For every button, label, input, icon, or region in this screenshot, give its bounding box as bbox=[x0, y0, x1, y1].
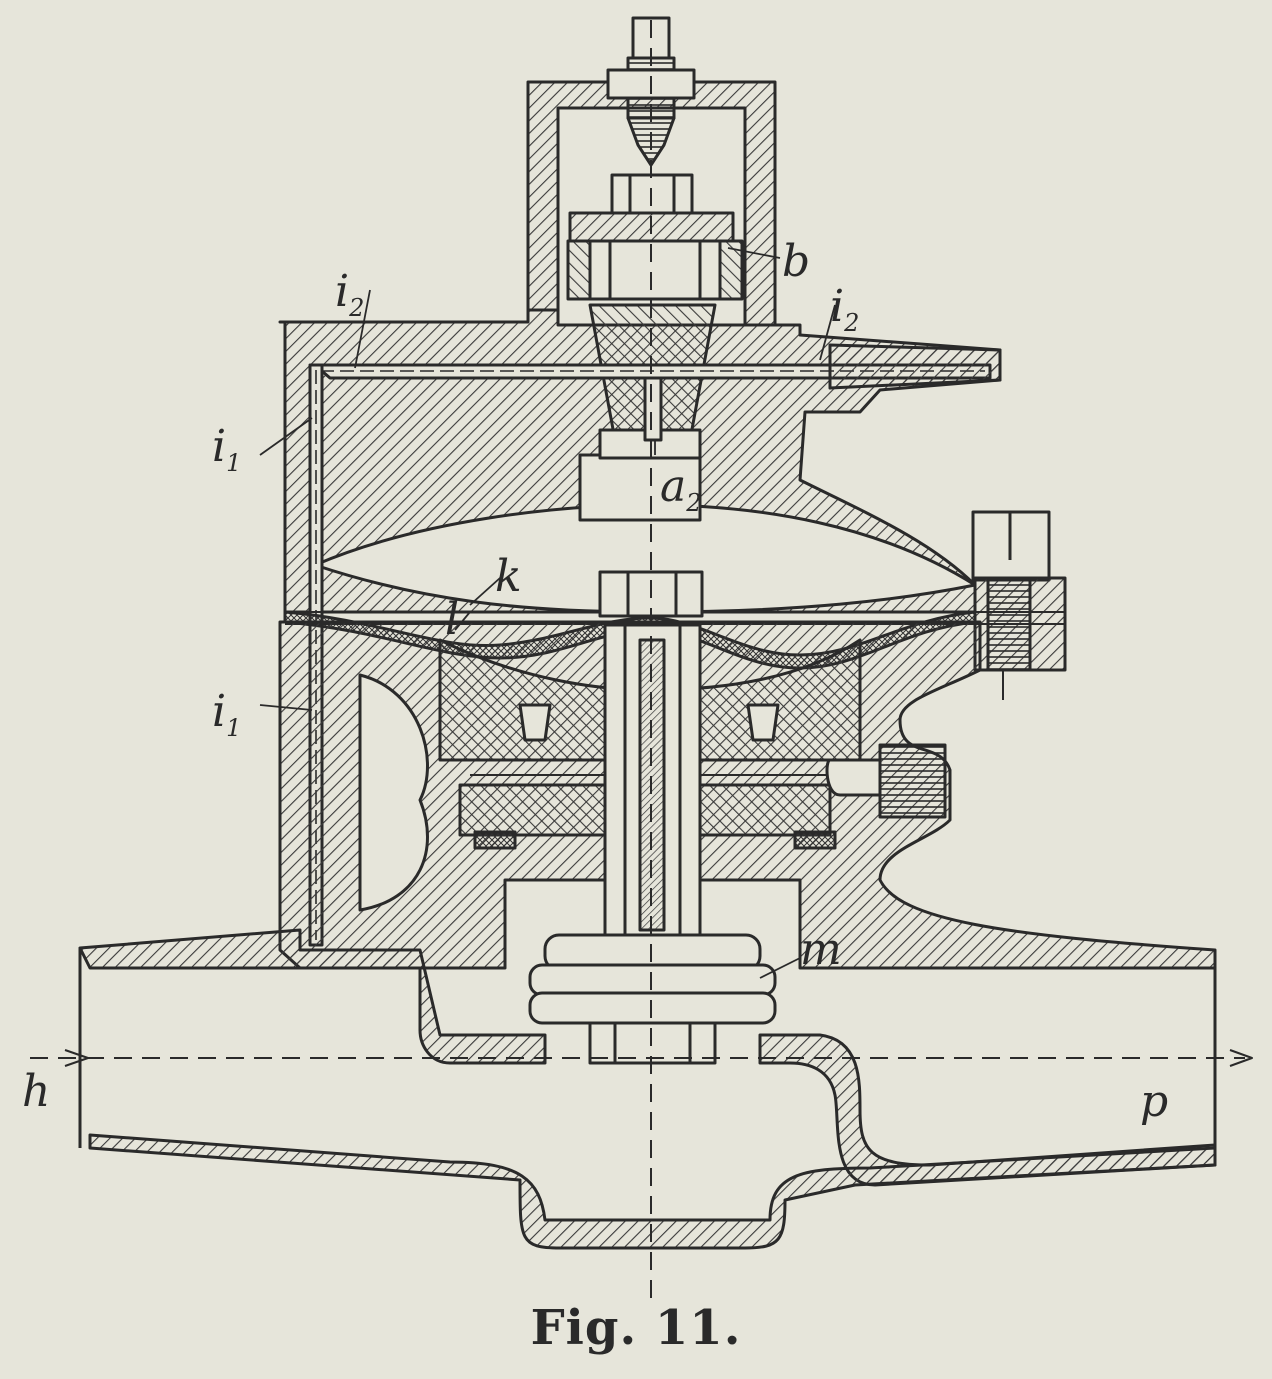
label-m: m bbox=[800, 924, 842, 975]
label-p: p bbox=[1140, 1076, 1169, 1127]
label-k: k bbox=[495, 551, 522, 602]
label-a2: a2 bbox=[660, 461, 702, 517]
figure-caption: Fig. 11. bbox=[530, 1300, 742, 1356]
label-i1-lower: i1 bbox=[212, 686, 242, 742]
pipe-lower-wall bbox=[88, 1133, 1217, 1250]
label-i1-upper: i1 bbox=[212, 421, 242, 477]
label-l: l bbox=[445, 594, 460, 645]
label-h: h bbox=[22, 1066, 51, 1117]
label-i2-left: i2 bbox=[335, 266, 365, 322]
side-plug bbox=[878, 743, 947, 819]
label-i2-right: i2 bbox=[830, 281, 860, 337]
label-b: b bbox=[782, 236, 811, 287]
pipe-upper-wall bbox=[78, 928, 547, 1065]
